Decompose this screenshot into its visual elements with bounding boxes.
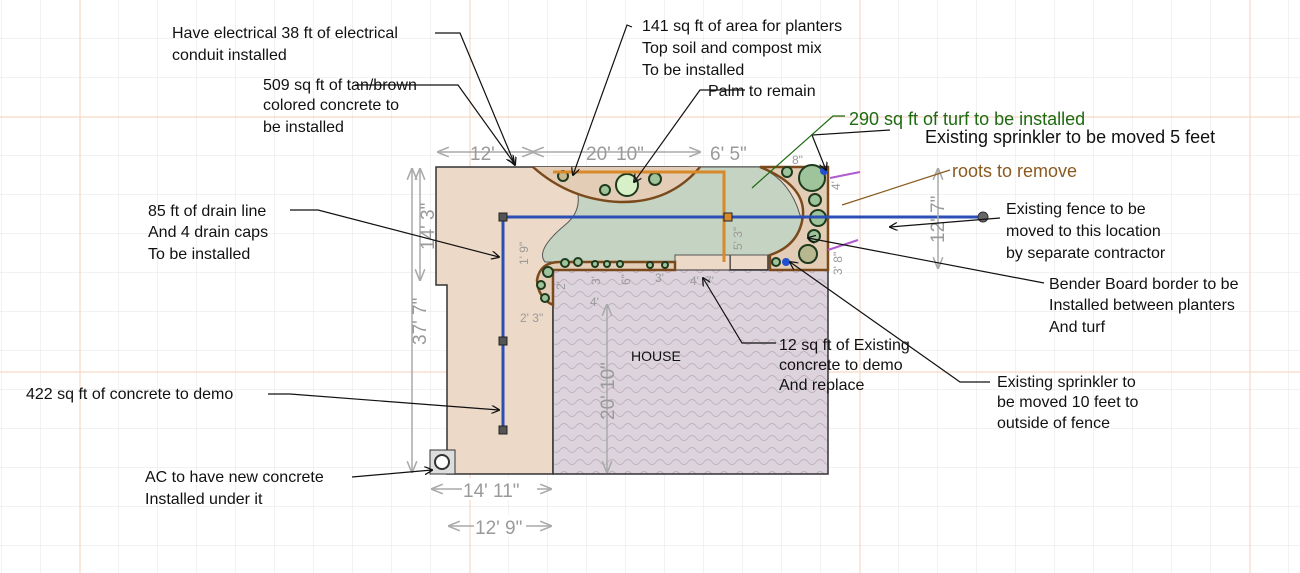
dim-top-left: 12': [470, 144, 495, 165]
dim-small: 3': [589, 276, 603, 285]
dim-small: 1' 9": [517, 242, 531, 265]
sprinkler-icon: [820, 167, 828, 175]
dim-left-full: 37' 7": [410, 298, 431, 345]
note-sprinkler-5: Existing sprinkler to be moved 5 feet: [925, 127, 1215, 147]
fence-endpoint: [977, 211, 989, 223]
svg-text:be installed: be installed: [263, 119, 344, 136]
svg-text:Have electrical 38 ft of elect: Have electrical 38 ft of electrical: [172, 25, 398, 42]
svg-text:outside of fence: outside of fence: [997, 415, 1110, 432]
dim-small: 6": [619, 274, 633, 285]
dim-small: 4': [829, 181, 843, 190]
svg-text:Existing sprinkler to: Existing sprinkler to: [997, 374, 1136, 391]
svg-text:be moved 10 feet to: be moved 10 feet to: [997, 394, 1139, 411]
note-turf: 290 sq ft of turf to be installed: [849, 109, 1085, 129]
house-label: HOUSE: [631, 348, 681, 364]
dim-small: 2': [554, 281, 568, 290]
note-sprinkler-10: Existing sprinkler to be moved 10 feet to…: [997, 374, 1139, 432]
dim-bottom-outer: 14' 11": [463, 481, 520, 502]
dim-small: 3': [655, 271, 664, 285]
svg-text:12 sq ft of Existing: 12 sq ft of Existing: [779, 337, 910, 354]
svg-text:concrete to demo: concrete to demo: [779, 357, 903, 374]
dim-right: 12' 7": [928, 196, 949, 243]
dim-small: 3' 8": [831, 252, 845, 275]
svg-text:by separate contractor: by separate contractor: [1006, 245, 1166, 262]
note-roots: roots to remove: [952, 161, 1077, 181]
dim-house-height: 20' 10": [598, 362, 619, 420]
svg-text:AC to have new concrete: AC to have new concrete: [145, 469, 324, 486]
svg-text:And turf: And turf: [1049, 319, 1106, 336]
dim-top-right: 6' 5": [710, 144, 747, 165]
dim-left-upper: 14' 3": [418, 203, 439, 250]
note-fence: Existing fence to be moved to this locati…: [1006, 201, 1166, 262]
svg-text:conduit installed: conduit installed: [172, 47, 287, 64]
note-palm: Palm to remain: [708, 83, 816, 100]
svg-text:To be installed: To be installed: [148, 246, 250, 263]
svg-text:Installed under it: Installed under it: [145, 491, 263, 508]
svg-text:141 sq ft of area for planters: 141 sq ft of area for planters: [642, 18, 842, 35]
svg-text:Existing fence to be: Existing fence to be: [1006, 201, 1146, 218]
electrical-conduit: [553, 170, 726, 262]
planter-bottom: [535, 260, 677, 307]
dim-small: 4': [690, 274, 699, 288]
note-concrete-new: 509 sq ft of tan/brown colored concrete t…: [263, 77, 417, 136]
demo-concrete-patch: [674, 254, 731, 271]
sprinkler-icon: [782, 258, 790, 266]
ac-fan-icon: [434, 454, 450, 470]
note-electrical: Have electrical 38 ft of electrical condu…: [172, 25, 398, 64]
dim-small: 2' 3": [520, 311, 543, 325]
note-bender: Bender Board border to be Installed betwe…: [1049, 276, 1239, 336]
leader-lines: [268, 24, 1045, 478]
planter-right: [759, 165, 830, 272]
svg-text:85 ft of drain line: 85 ft of drain line: [148, 203, 266, 220]
dim-small: 8": [792, 153, 803, 167]
svg-text:colored concrete to: colored concrete to: [263, 97, 399, 114]
svg-text:Installed between planters: Installed between planters: [1049, 297, 1235, 314]
dim-small: 7': [705, 274, 714, 288]
svg-text:Bender Board border to be: Bender Board border to be: [1049, 276, 1239, 293]
dim-small: 4': [590, 295, 599, 309]
svg-text:And replace: And replace: [779, 377, 864, 394]
drain-caps: [498, 212, 733, 435]
svg-text:Top soil and compost mix: Top soil and compost mix: [642, 40, 822, 57]
svg-text:To be installed: To be installed: [642, 62, 744, 79]
note-demo-422: 422 sq ft of concrete to demo: [26, 386, 233, 403]
note-demo-12: 12 sq ft of Existing concrete to demoAnd …: [779, 337, 910, 394]
roots-leader: [841, 169, 951, 206]
svg-text:moved to this location: moved to this location: [1006, 223, 1161, 240]
dim-top-mid: 20' 10": [586, 144, 644, 165]
svg-text:509 sq ft of tan/brown: 509 sq ft of tan/brown: [263, 77, 417, 94]
svg-text:And 4 drain caps: And 4 drain caps: [148, 224, 268, 241]
dim-small: 5' 3": [731, 227, 745, 250]
turf-leader: [751, 115, 845, 189]
dim-bottom-inner: 12' 9": [475, 518, 522, 539]
